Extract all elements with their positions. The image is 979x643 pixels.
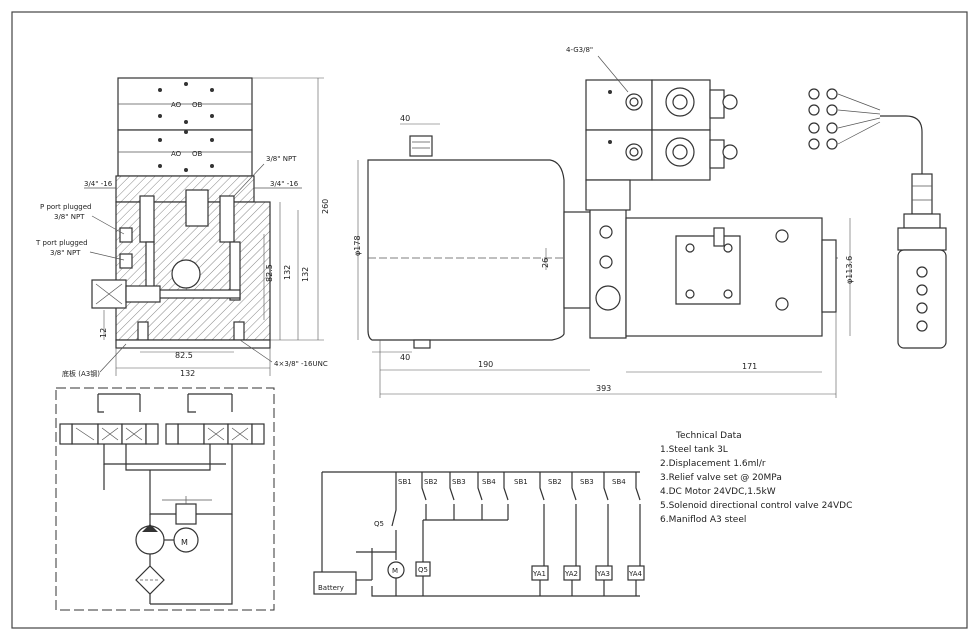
technical-data: Technical Data 1.Steel tank 3L 2.Displac… (660, 431, 852, 525)
dim-bottom: 40 (400, 353, 410, 362)
relief-valve-symbol (175, 503, 197, 525)
dim-diameter: φ178 (353, 235, 362, 256)
dim-tank-len: 190 (478, 360, 493, 369)
tech-item-6: 6.Maniflod A3 steel (660, 515, 746, 525)
cable-gland (911, 173, 933, 215)
sw-left-2: SB2 (424, 478, 438, 486)
coil-label-1: YA1 (532, 570, 546, 578)
dim-width: 132 (180, 369, 195, 378)
dim-cap: 40 (400, 114, 410, 123)
coil-label-2: YA2 (564, 570, 578, 578)
dim-hole-spacing: 82.5 (175, 351, 193, 360)
dim-height-total: 260 (321, 199, 330, 214)
sw-right-4: SB4 (612, 478, 626, 486)
suction-port (171, 259, 201, 289)
t-port-npt: 3/8" NPT (50, 249, 81, 257)
dim-height-mid: 132 (283, 265, 292, 280)
sw-left-1: SB1 (398, 478, 412, 486)
valve-mark-a2: AO (171, 150, 182, 158)
battery-label: Battery (318, 584, 344, 592)
dim-height-inner: 82.5 (265, 264, 274, 282)
pendant-button-2-icon (916, 284, 928, 296)
dim-total: 393 (596, 384, 611, 393)
ports-label: 4-G3/8" (566, 46, 593, 54)
tech-item-2: 2.Displacement 1.6ml/r (660, 459, 766, 469)
valve-mark-a1: AO (171, 101, 182, 109)
sw-right-3: SB3 (580, 478, 594, 486)
contactor-label: Q5 (374, 520, 384, 528)
p-port-npt: 3/8" NPT (54, 213, 85, 221)
tech-item-3: 3.Relief valve set @ 20MPa (660, 473, 782, 483)
pendant-body (897, 249, 947, 349)
dim-motor-dia: φ113.6 (845, 256, 854, 284)
sw-right-2: SB2 (548, 478, 562, 486)
base-plate (115, 339, 271, 349)
tech-item-4: 4.DC Motor 24VDC,1.5kW (660, 487, 776, 497)
pendant-button-4-icon (916, 320, 928, 332)
valve-mark-b2: OB (192, 150, 203, 158)
holes-label: 4×3/8" -16UNC (274, 360, 328, 368)
drawing-border (11, 11, 968, 629)
dim-height-mid2: 132 (301, 267, 310, 282)
tech-item-5: 5.Solenoid directional control valve 24V… (660, 501, 852, 511)
t-port-label: T port plugged (35, 239, 88, 247)
tech-item-1: 1.Steel tank 3L (660, 445, 728, 455)
dim-motor-len: 171 (742, 362, 757, 371)
sw-left-3: SB3 (452, 478, 466, 486)
sw-right-1: SB1 (514, 478, 528, 486)
hydraulic-schematic: M (55, 387, 275, 611)
pendant-button-3-icon (916, 302, 928, 314)
valve-mark-b1: OB (192, 101, 203, 109)
remote-pendant (808, 88, 947, 349)
tank (367, 159, 565, 341)
elec-motor-label: M (392, 567, 398, 575)
side-view: 4-G3/8" 40 40 φ178 26 190 171 393 φ113.6 (353, 46, 854, 398)
electrical-schematic: Battery Q5 M Q5 SB1 SB2 SB3 SB4 SB1 SB2 … (313, 471, 645, 597)
thread-left-label: 3/4" -16 (84, 180, 113, 188)
q5-coil-label: Q5 (418, 566, 428, 574)
p-port-label: P port plugged (40, 203, 91, 211)
tech-title: Technical Data (675, 431, 742, 441)
battery-box (313, 571, 357, 595)
npt-top-label: 3/8" NPT (266, 155, 297, 163)
coil-label-4: YA4 (628, 570, 643, 578)
solenoid-valve-1 (585, 79, 653, 131)
hyd-motor-label: M (181, 538, 188, 547)
dim-center: 26 (541, 258, 550, 268)
coil-label-3: YA3 (596, 570, 610, 578)
thread-right-label: 3/4" -16 (270, 180, 299, 188)
dim-offset: 12 (99, 328, 108, 338)
pendant-button-1-icon (916, 266, 928, 278)
base-note: 底板 (A3钢) (62, 369, 100, 378)
filler-cap (409, 135, 433, 157)
front-view: AO OB AO OB 82.5 132 (35, 77, 330, 378)
sw-left-4: SB4 (482, 478, 496, 486)
solenoid-valve-2 (585, 129, 653, 181)
